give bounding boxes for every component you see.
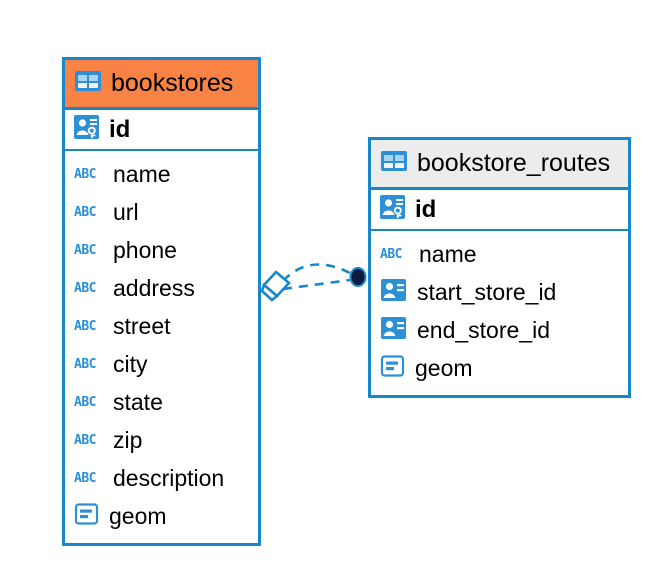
primary-key-row[interactable]: id (65, 107, 258, 151)
relationship-line-lower (282, 278, 351, 291)
abc-text-glyph: ABC (74, 318, 96, 334)
abc-text-glyph: ABC (74, 280, 96, 296)
field-label: end_store_id (417, 316, 550, 343)
field-row[interactable]: geom (65, 497, 258, 535)
field-label: geom (109, 502, 167, 529)
entity-table-bookstore-routes[interactable]: bookstore_routes id ABC name start_store_i… (368, 137, 631, 398)
abc-text-glyph: ABC (74, 432, 96, 448)
field-label: phone (113, 236, 177, 263)
abc-text-icon: ABC (74, 428, 104, 452)
foreign-key-icon (380, 315, 408, 346)
primary-key-icon (73, 113, 101, 146)
primary-key-label: id (109, 115, 131, 143)
primary-key-row[interactable]: id (371, 187, 628, 231)
foreign-key-icon (380, 277, 408, 308)
abc-text-icon: ABC (74, 352, 104, 376)
field-label: address (113, 274, 195, 301)
abc-text-icon: ABC (74, 238, 104, 262)
field-row[interactable]: ABC description (65, 459, 258, 497)
field-row[interactable]: ABC address (65, 269, 258, 307)
relationship-line-upper (282, 263, 353, 282)
field-row[interactable]: ABC street (65, 307, 258, 345)
field-label: url (113, 198, 139, 225)
geometry-icon (74, 502, 100, 531)
abc-text-glyph: ABC (74, 470, 96, 486)
field-label: zip (113, 426, 143, 453)
table-grid-icon (380, 149, 408, 178)
primary-key-icon (379, 193, 407, 226)
field-row[interactable]: ABC state (65, 383, 258, 421)
entity-header-bookstores[interactable]: bookstores (65, 60, 258, 107)
field-row[interactable]: start_store_id (371, 273, 628, 311)
diamond-marker[interactable] (260, 270, 291, 302)
field-label: geom (415, 354, 473, 381)
entity-header-bookstore-routes[interactable]: bookstore_routes (371, 140, 628, 187)
abc-text-glyph: ABC (74, 242, 96, 258)
abc-text-icon: ABC (74, 276, 104, 300)
field-label: start_store_id (417, 278, 557, 305)
field-row[interactable]: ABC name (371, 235, 628, 273)
abc-text-glyph: ABC (74, 394, 96, 410)
field-label: state (113, 388, 163, 415)
field-label: name (113, 160, 171, 187)
abc-text-glyph: ABC (74, 204, 96, 220)
entity-title: bookstore_routes (417, 149, 611, 177)
geometry-icon (380, 354, 406, 383)
abc-text-glyph: ABC (74, 166, 96, 182)
abc-text-glyph: ABC (380, 246, 402, 262)
abc-text-icon: ABC (380, 242, 410, 266)
field-row[interactable]: ABC zip (65, 421, 258, 459)
filled-circle-marker[interactable] (349, 267, 367, 287)
primary-key-label: id (415, 195, 437, 223)
field-label: description (113, 464, 225, 491)
abc-text-icon: ABC (74, 390, 104, 414)
entity-title: bookstores (111, 69, 234, 97)
field-row[interactable]: ABC name (65, 155, 258, 193)
abc-text-glyph: ABC (74, 356, 96, 372)
field-row[interactable]: ABC phone (65, 231, 258, 269)
abc-text-icon: ABC (74, 200, 104, 224)
abc-text-icon: ABC (74, 162, 104, 186)
field-row[interactable]: ABC city (65, 345, 258, 383)
field-row[interactable]: ABC url (65, 193, 258, 231)
field-label: city (113, 350, 148, 377)
field-label: name (419, 240, 477, 267)
field-row[interactable]: end_store_id (371, 311, 628, 349)
field-row[interactable]: geom (371, 349, 628, 387)
table-grid-icon (74, 69, 102, 98)
abc-text-icon: ABC (74, 466, 104, 490)
field-label: street (113, 312, 171, 339)
abc-text-icon: ABC (74, 314, 104, 338)
